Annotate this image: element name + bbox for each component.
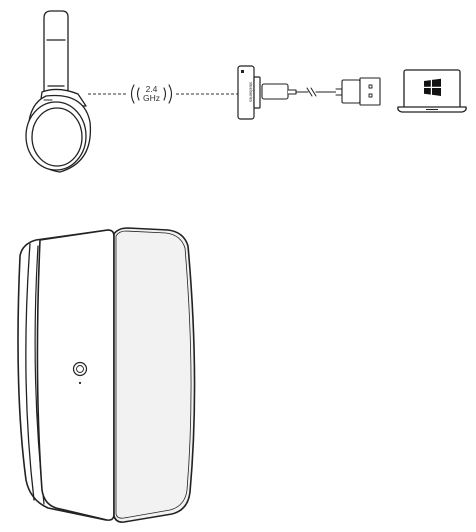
usb-cable-icon: [261, 77, 381, 106]
dongle-brand-label: steelseries: [249, 82, 254, 102]
windows-logo-icon: [424, 78, 441, 96]
earcup-detail-icon: [17, 227, 196, 523]
usb-dongle-icon: [237, 65, 261, 120]
wireless-signal-icon: [130, 84, 173, 104]
wireless-frequency-label: 2.4: [146, 84, 158, 94]
power-button-icon: [72, 361, 88, 385]
wireless-unit-label: GHz: [143, 93, 160, 103]
headset-icon: [25, 10, 92, 173]
